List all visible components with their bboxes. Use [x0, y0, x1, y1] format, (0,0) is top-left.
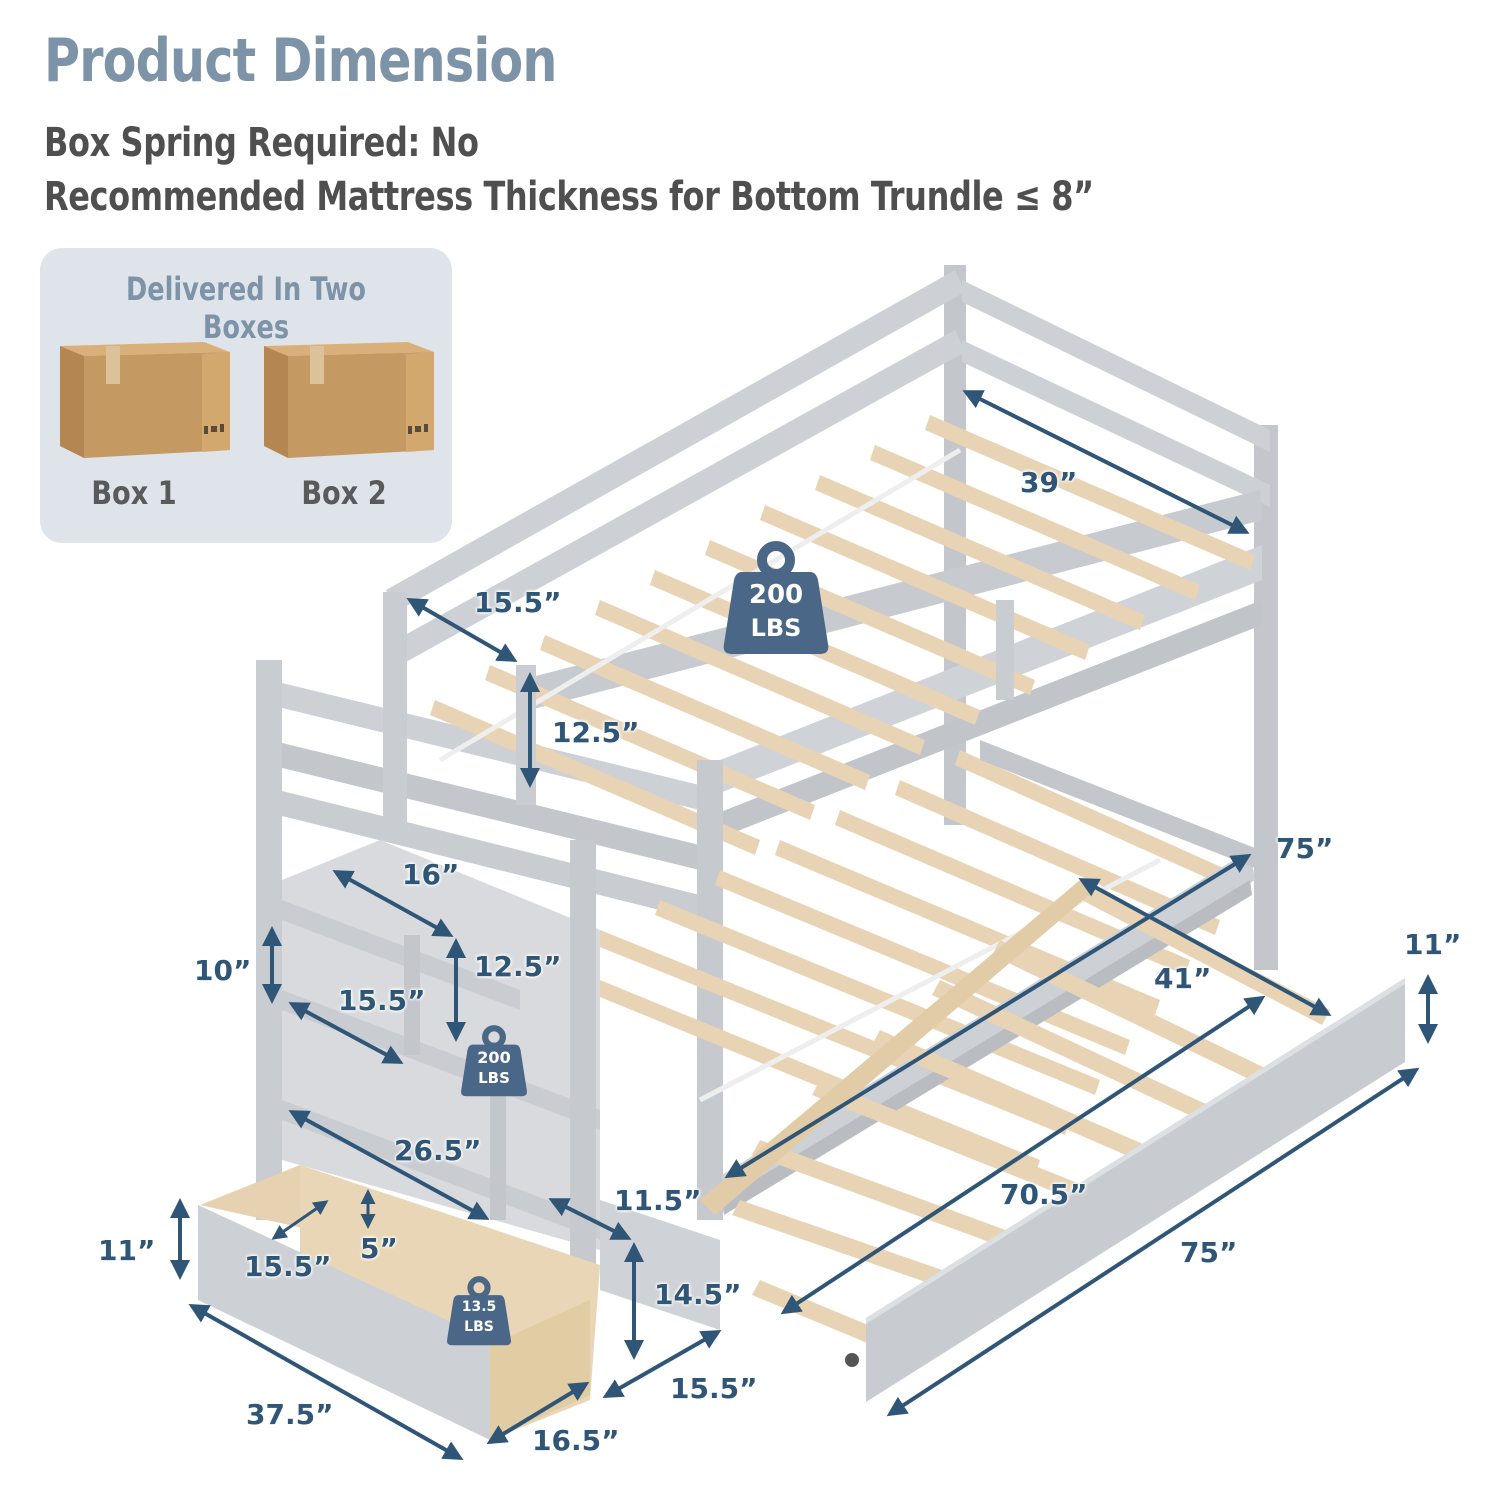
box-2-label: Box 2: [301, 474, 387, 512]
dim-drawer-inner-height: 5”: [360, 1232, 398, 1265]
dimension-arrows: [170, 390, 1438, 1460]
weight-icon: [461, 1025, 527, 1097]
dim-top-bunk-width: 39”: [1020, 466, 1078, 499]
dim-drawer-width: 16.5”: [532, 1424, 620, 1457]
dim-stair-side-height: 14.5”: [654, 1278, 742, 1311]
weight-badge-drawer: 13.5 LBS: [446, 1274, 512, 1348]
dim-trundle-inner-length: 70.5”: [1000, 1178, 1088, 1211]
dim-stair-step-height: 10”: [194, 954, 252, 987]
box-1-label: Box 1: [91, 474, 177, 512]
mattress-thickness-note: Recommended Mattress Thickness for Botto…: [44, 174, 1094, 220]
delivery-panel: Delivered In Two Boxes Box 1 Box 2: [40, 248, 452, 543]
dim-stair-side-width: 11.5”: [614, 1184, 702, 1217]
dim-drawer-height: 11”: [98, 1234, 156, 1267]
dim-stair-base-depth: 15.5”: [670, 1372, 758, 1405]
dim-trundle-length: 75”: [1180, 1236, 1238, 1269]
delivery-title: Delivered In Two Boxes: [126, 270, 366, 346]
dim-stair-top-width: 16”: [402, 858, 460, 891]
dim-overall-height: 75”: [1276, 832, 1334, 865]
page-title: Product Dimension: [44, 26, 557, 96]
weight-icon: [447, 1276, 511, 1346]
weight-icon: [723, 541, 829, 654]
dim-drawer-length: 37.5”: [246, 1398, 334, 1431]
weight-badge-stairs: 200 LBS: [460, 1024, 528, 1098]
dim-stair-lower-width: 26.5”: [394, 1134, 482, 1167]
box-spring-note: Box Spring Required: No: [44, 120, 479, 166]
cardboard-box-icon: [264, 342, 434, 458]
weight-badge-top-bunk: 200 LBS: [722, 540, 830, 656]
dim-bottom-bunk-width: 41”: [1154, 962, 1212, 995]
dim-stair-cubby-height: 12.5”: [474, 950, 562, 983]
dim-drawer-inner-depth: 15.5”: [244, 1250, 332, 1283]
dim-stair-cubby-width: 15.5”: [338, 984, 426, 1017]
dim-ladder-opening: 15.5”: [474, 586, 562, 619]
dim-trundle-height: 11”: [1404, 928, 1462, 961]
dim-guardrail-height: 12.5”: [552, 716, 640, 749]
cardboard-box-icon: [60, 342, 230, 458]
